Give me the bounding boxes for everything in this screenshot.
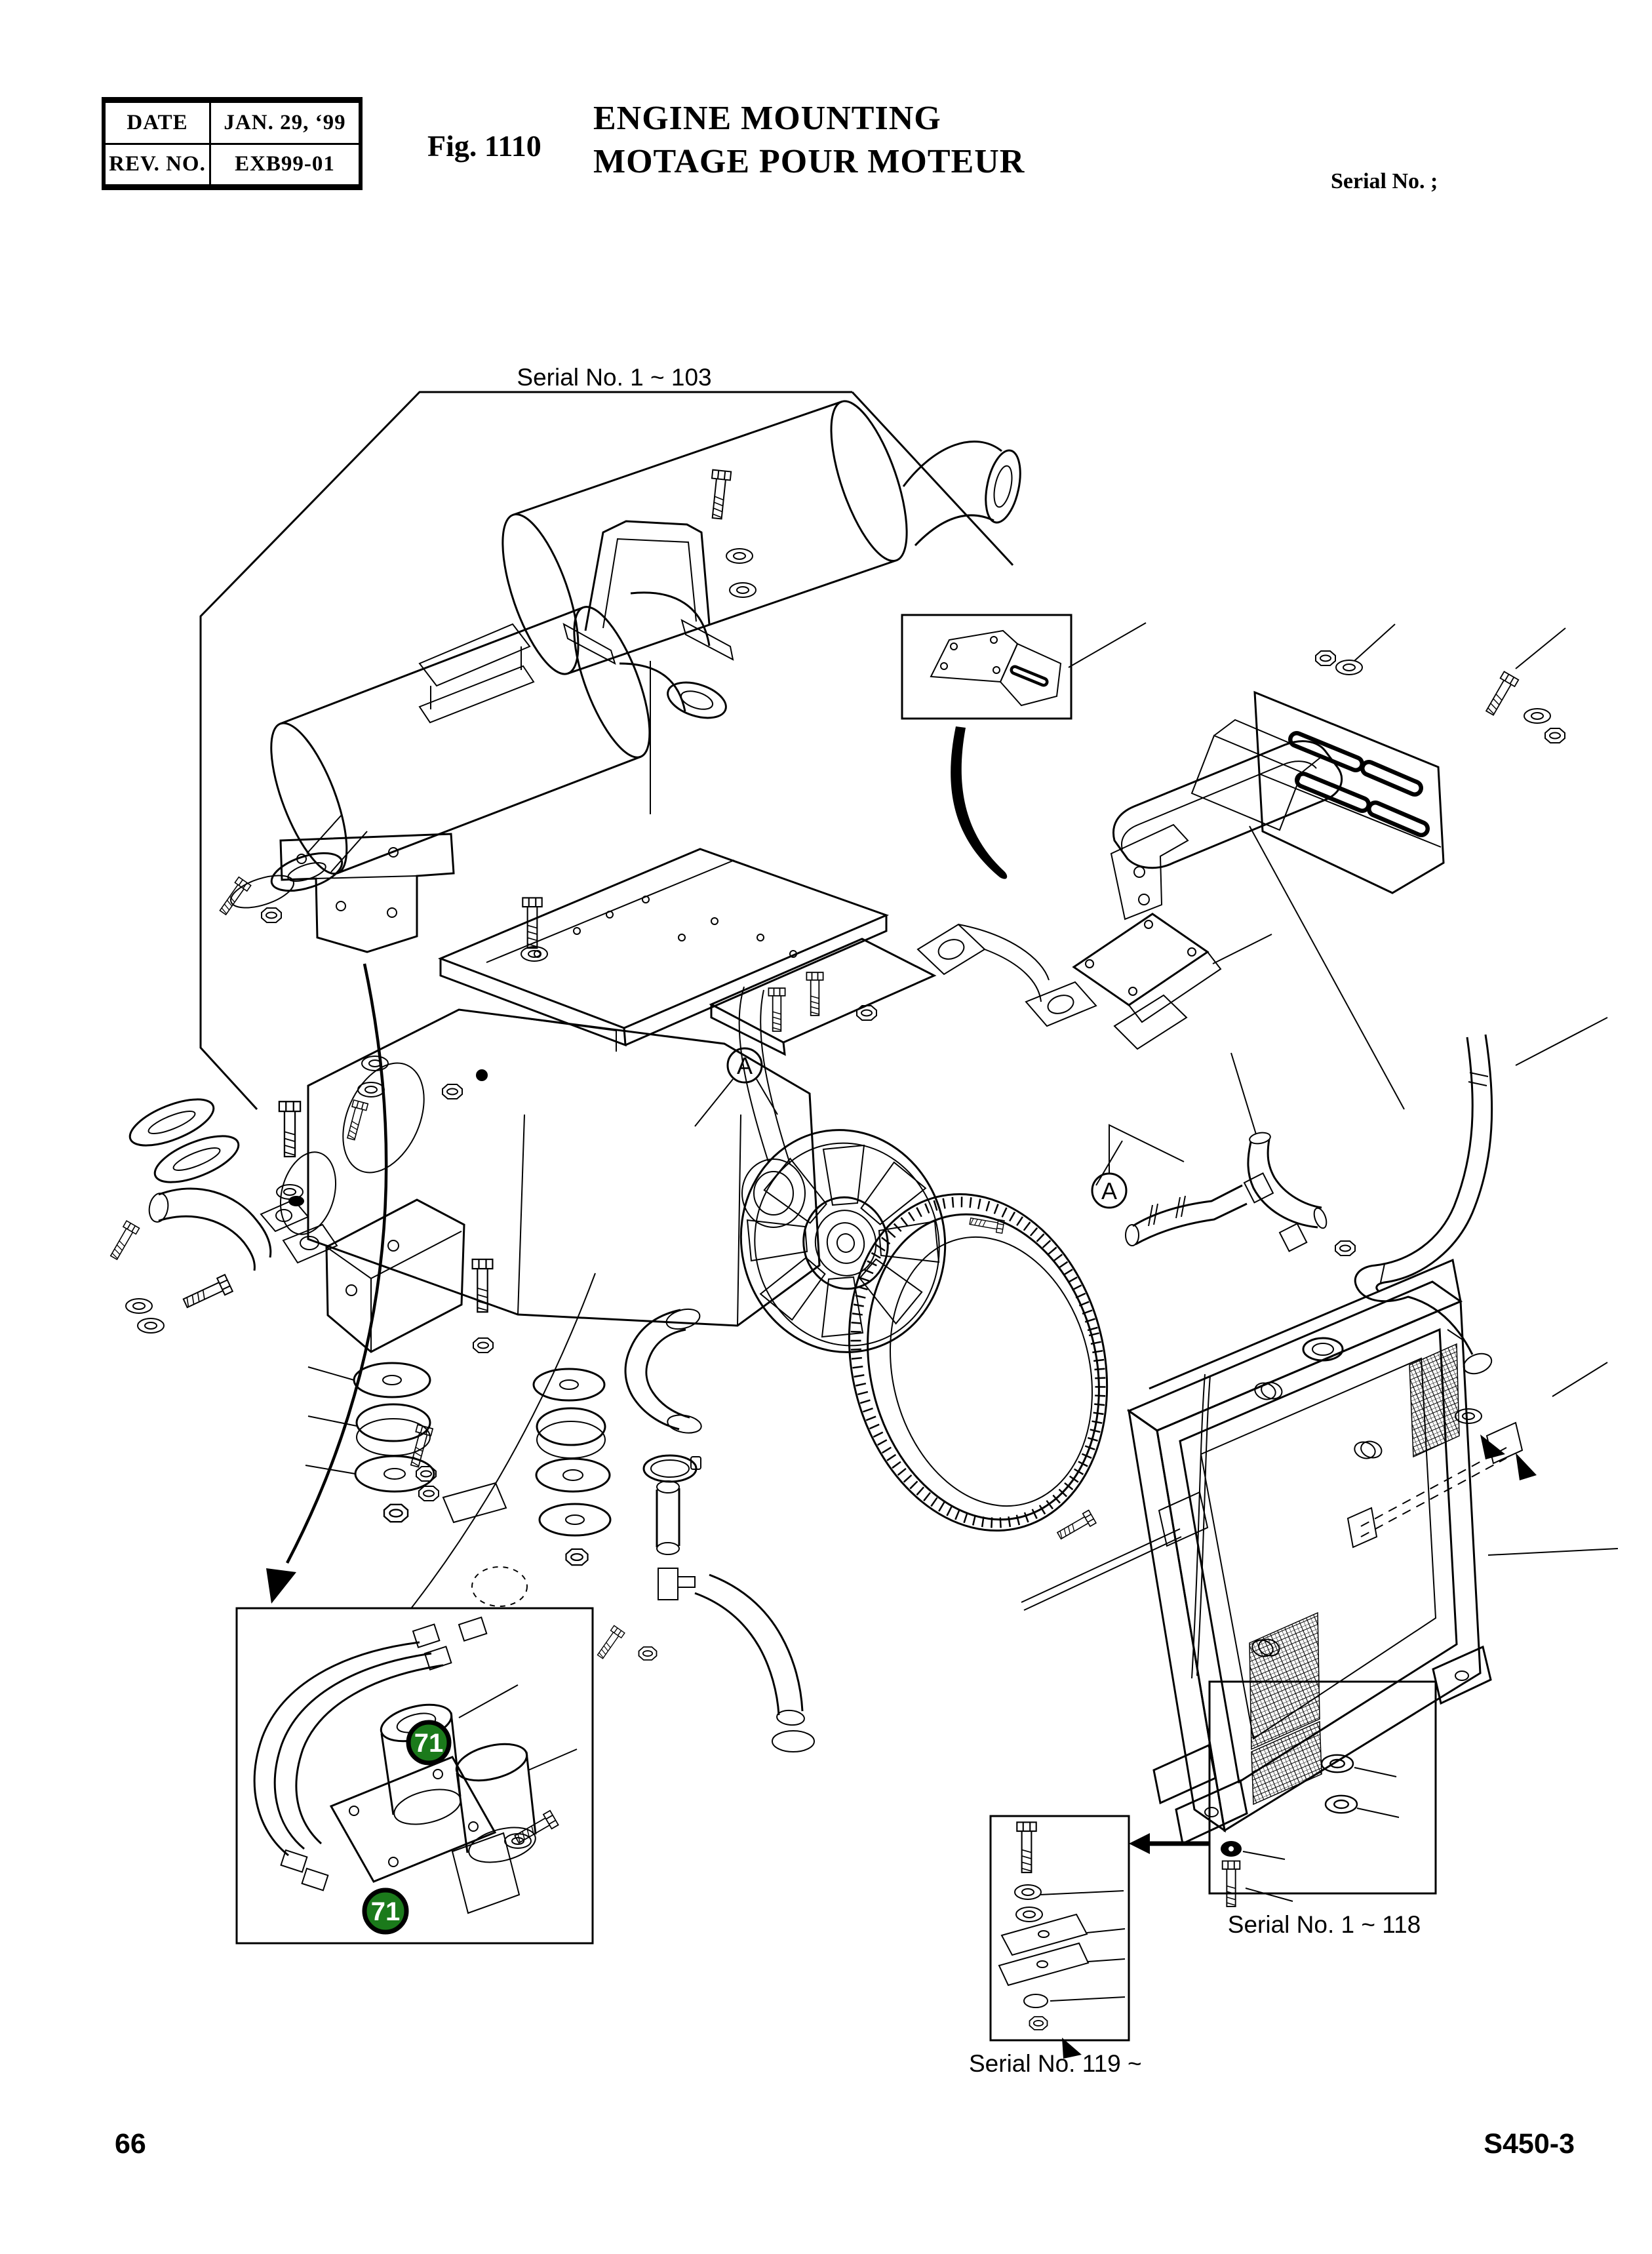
mount-bracket-plate: [1072, 913, 1272, 1050]
battery-tray-assembly: [1112, 623, 1566, 894]
serial-label-bottom: Serial No. 119 ~: [969, 2050, 1142, 2077]
view-a-letter: A: [1101, 1177, 1117, 1204]
engine-mounting-plate: [437, 848, 937, 1056]
title-english: ENGINE MOUNTING: [593, 100, 941, 137]
view-a-marker-2: A: [1091, 1124, 1185, 1209]
muffler-assembly-callout: [199, 391, 1014, 1111]
radiator: [1021, 1258, 1619, 1846]
serial-119-callout-box: [989, 1815, 1130, 2059]
radiator-hoses: [1125, 825, 1608, 1375]
manifold-gaskets: [107, 1056, 488, 1334]
view-a-marker-1: A: [694, 1047, 778, 1127]
bracket-callout-box: [901, 614, 1147, 720]
serial-label-top: Serial No. 1 ~ 103: [517, 364, 711, 391]
engine-block: [279, 986, 821, 1327]
callout-arrow: [266, 963, 596, 1608]
engine-mounts: [180, 1101, 612, 1566]
date-value: JAN. 29, ‘99: [224, 110, 346, 134]
figure-number: Fig. 1110: [427, 129, 541, 163]
date-label: DATE: [106, 103, 211, 143]
muffler-left: [230, 591, 727, 909]
oil-filter-callout-box: [235, 1566, 594, 1945]
doc-code: S450-3: [1484, 2128, 1575, 2160]
badge-number: 71: [371, 1897, 401, 1926]
page-title: ENGINE MOUNTING MOTAGE POUR MOTEUR: [593, 97, 1025, 184]
serial-label-right: Serial No. 1 ~ 118: [1228, 1911, 1421, 1938]
badge-number: 71: [414, 1729, 444, 1758]
rev-no-value: EXB99-01: [235, 152, 335, 176]
support-bracket: [216, 833, 455, 953]
part-badge-71-a: 71: [406, 1720, 452, 1766]
view-a-letter: A: [737, 1052, 753, 1079]
revision-table: DATE JAN. 29, ‘99 REV. NO. EXB99-01: [102, 97, 363, 190]
serial-note: Serial No. ;: [1331, 169, 1438, 193]
serial-118-callout-box: [1129, 1680, 1437, 1907]
exhaust-elbow: [916, 923, 1097, 1027]
cooling-fan: [739, 1129, 947, 1353]
part-badge-71-b: 71: [362, 1888, 409, 1935]
title-french: MOTAGE POUR MOTEUR: [593, 143, 1025, 180]
water-pipes: [594, 1308, 815, 1752]
table-row: REV. NO. EXB99-01: [106, 142, 359, 184]
muffler-right: [502, 400, 1021, 814]
swoosh-arrow: [951, 726, 1008, 879]
rev-no-label: REV. NO.: [106, 144, 211, 184]
table-row: DATE JAN. 29, ‘99: [106, 103, 359, 143]
page-number: 66: [115, 2128, 146, 2160]
